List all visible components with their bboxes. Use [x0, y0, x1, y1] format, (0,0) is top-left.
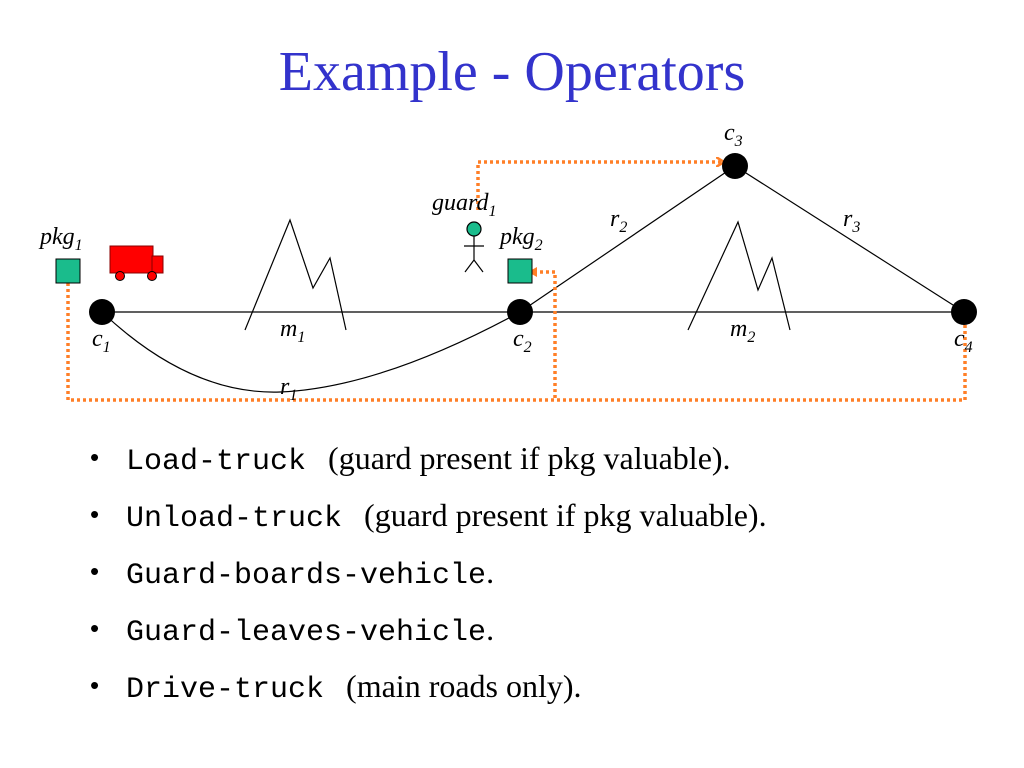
- operator-name: Guard-leaves-vehicle: [126, 616, 487, 650]
- bullet-icon: •: [90, 613, 100, 643]
- operator-name: Unload-truck: [126, 502, 343, 536]
- road-r3: [734, 165, 965, 313]
- operator-list: • Load-truck (guard present if pkg valua…: [90, 440, 767, 725]
- mountain-m1: [244, 218, 347, 331]
- label-r1: r1: [280, 374, 297, 404]
- label-pkg2: pkg2: [498, 224, 543, 254]
- operator-description: (guard present if pkg valuable).: [328, 440, 731, 476]
- road-r1: [101, 311, 521, 393]
- label-c4: c4: [954, 326, 973, 356]
- city-c4-node: [951, 299, 977, 325]
- label-m2: m2: [730, 316, 755, 346]
- package-pkg2: [507, 258, 533, 284]
- guard-icon: [464, 221, 484, 273]
- label-c1: c1: [92, 326, 111, 356]
- map-diagram: c3 guard1 r2 r3 pkg1 pkg2 c1 m1 c2 m2 c4…: [38, 120, 977, 404]
- label-c3: c3: [724, 120, 743, 150]
- route-pkg1-to-c4: [66, 283, 965, 402]
- operator-description: .: [486, 611, 495, 647]
- city-c2-node: [507, 299, 533, 325]
- operator-name: Load-truck: [126, 445, 307, 479]
- list-item: • Drive-truck (main roads only).: [90, 668, 767, 725]
- package-pkg1: [55, 258, 81, 284]
- city-c1-node: [89, 299, 115, 325]
- operator-name: Guard-boards-vehicle: [126, 559, 487, 593]
- operator-description: (main roads only).: [346, 668, 582, 704]
- list-item: • Guard-boards-vehicle .: [90, 554, 767, 611]
- list-item: • Guard-leaves-vehicle .: [90, 611, 767, 668]
- bullet-icon: •: [90, 442, 100, 472]
- label-r2: r2: [610, 206, 627, 236]
- list-item: • Unload-truck (guard present if pkg val…: [90, 497, 767, 554]
- label-m1: m1: [280, 316, 305, 346]
- operator-description: (guard present if pkg valuable).: [364, 497, 767, 533]
- road-r2: [519, 165, 736, 313]
- slide-title: Example - Operators: [278, 41, 746, 103]
- operator-description: .: [486, 554, 495, 590]
- label-r3: r3: [843, 206, 860, 236]
- route-pkg2-loop: [534, 270, 557, 400]
- bullet-icon: •: [90, 556, 100, 586]
- label-guard1: guard1: [432, 190, 496, 220]
- label-pkg1: pkg1: [38, 224, 83, 254]
- operator-name: Drive-truck: [126, 673, 325, 707]
- label-c2: c2: [513, 326, 532, 356]
- bullet-icon: •: [90, 670, 100, 700]
- mountain-m2: [687, 220, 791, 331]
- truck-icon: [109, 245, 164, 281]
- bullet-icon: •: [90, 499, 100, 529]
- list-item: • Load-truck (guard present if pkg valua…: [90, 440, 767, 497]
- city-c3-node: [722, 153, 748, 179]
- route-guard-to-c3: [476, 162, 722, 210]
